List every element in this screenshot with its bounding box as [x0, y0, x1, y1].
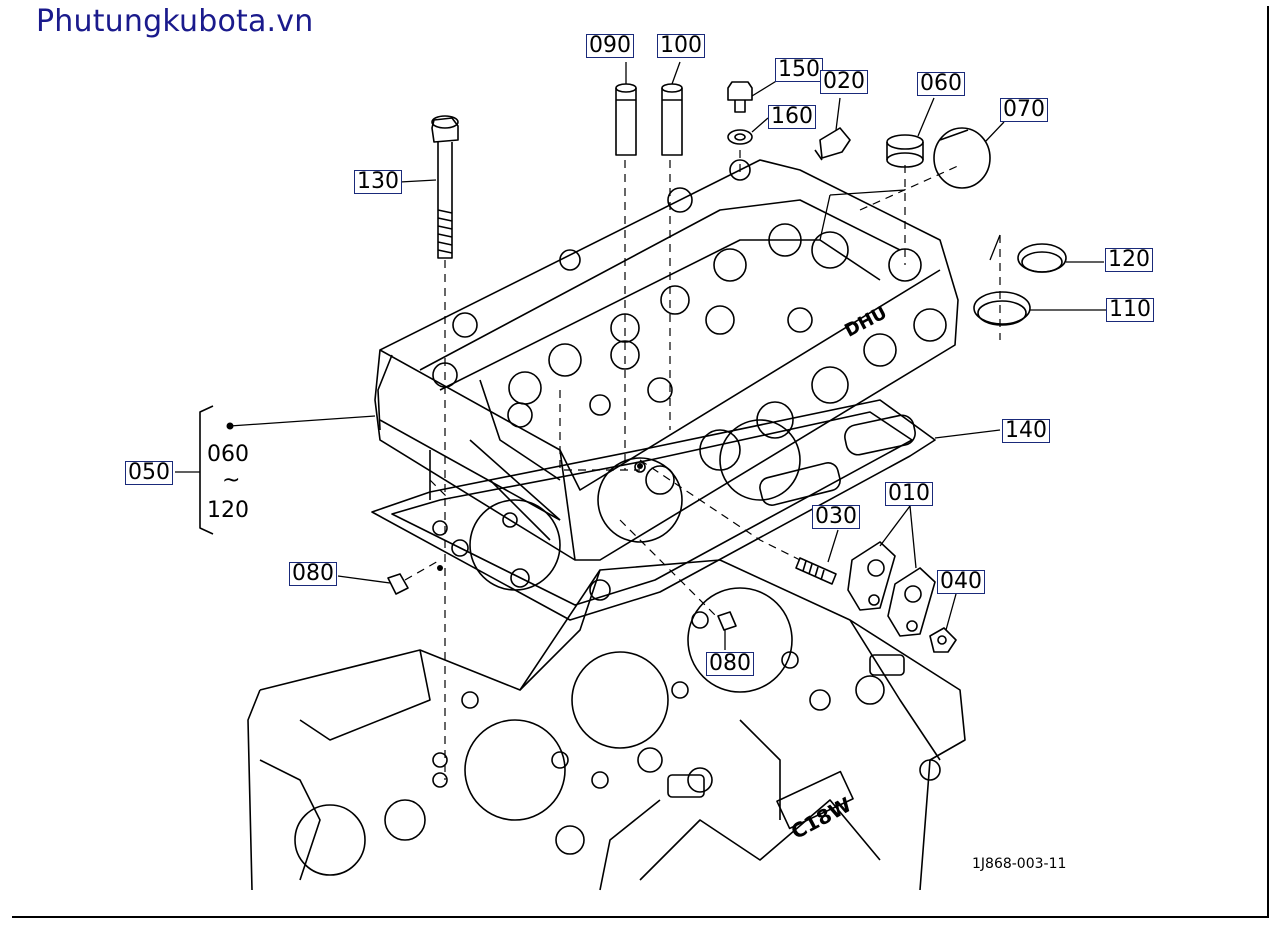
- centerlines: [404, 150, 1001, 780]
- fitting-020: [814, 127, 851, 161]
- callout-080-right[interactable]: 080: [706, 652, 754, 676]
- washer-160: [727, 129, 753, 145]
- valve-guide-090: [615, 83, 637, 156]
- callout-130[interactable]: 130: [354, 170, 402, 194]
- leader-dot-080: [437, 565, 443, 571]
- group-range-from: 060: [207, 442, 249, 467]
- callout-040[interactable]: 040: [937, 570, 985, 594]
- callout-100[interactable]: 100: [657, 34, 705, 58]
- ring-110: [973, 291, 1031, 326]
- group-range-to: 120: [207, 498, 249, 523]
- leader-dot-030: [637, 463, 643, 469]
- plug-080-left: [387, 573, 409, 595]
- figure-code: 1J868-003-11: [972, 856, 1067, 872]
- sleeve-060: [886, 134, 924, 168]
- gasket-010-b: [887, 567, 936, 637]
- block-casting-mark: C18W: [787, 792, 855, 844]
- leader-dot: [226, 422, 234, 430]
- drawing-frame: [12, 6, 1269, 918]
- engine-block: [247, 559, 966, 891]
- gasket-010-a: [847, 541, 896, 611]
- callout-150[interactable]: 150: [775, 58, 823, 82]
- group-range-tilde: ~: [222, 468, 241, 493]
- cylinder-head: [374, 159, 959, 561]
- ring-120: [1017, 243, 1067, 273]
- callout-140[interactable]: 140: [1002, 419, 1050, 443]
- callout-080-left[interactable]: 080: [289, 562, 337, 586]
- callout-020[interactable]: 020: [820, 70, 868, 94]
- group-bracket: [199, 405, 214, 535]
- head-gasket: [371, 399, 936, 621]
- callout-010[interactable]: 010: [885, 482, 933, 506]
- callout-030[interactable]: 030: [812, 505, 860, 529]
- callout-070[interactable]: 070: [1000, 98, 1048, 122]
- head-casting-mark: DHU: [841, 302, 890, 341]
- callout-120[interactable]: 120: [1105, 248, 1153, 272]
- nut-040: [929, 627, 957, 653]
- callout-050[interactable]: 050: [125, 461, 173, 485]
- cap-070: [933, 127, 991, 189]
- callout-090[interactable]: 090: [586, 34, 634, 58]
- callout-060[interactable]: 060: [917, 72, 965, 96]
- brand-watermark: Phutungkubota.vn: [36, 4, 314, 39]
- callout-110[interactable]: 110: [1106, 298, 1154, 322]
- callout-160[interactable]: 160: [768, 105, 816, 129]
- leader-lines: [229, 61, 1106, 650]
- plug-080-right: [717, 611, 737, 631]
- plug-150: [727, 81, 753, 113]
- stud-030: [795, 557, 837, 585]
- head-bolt-130: [431, 115, 459, 259]
- valve-guide-100: [661, 83, 683, 156]
